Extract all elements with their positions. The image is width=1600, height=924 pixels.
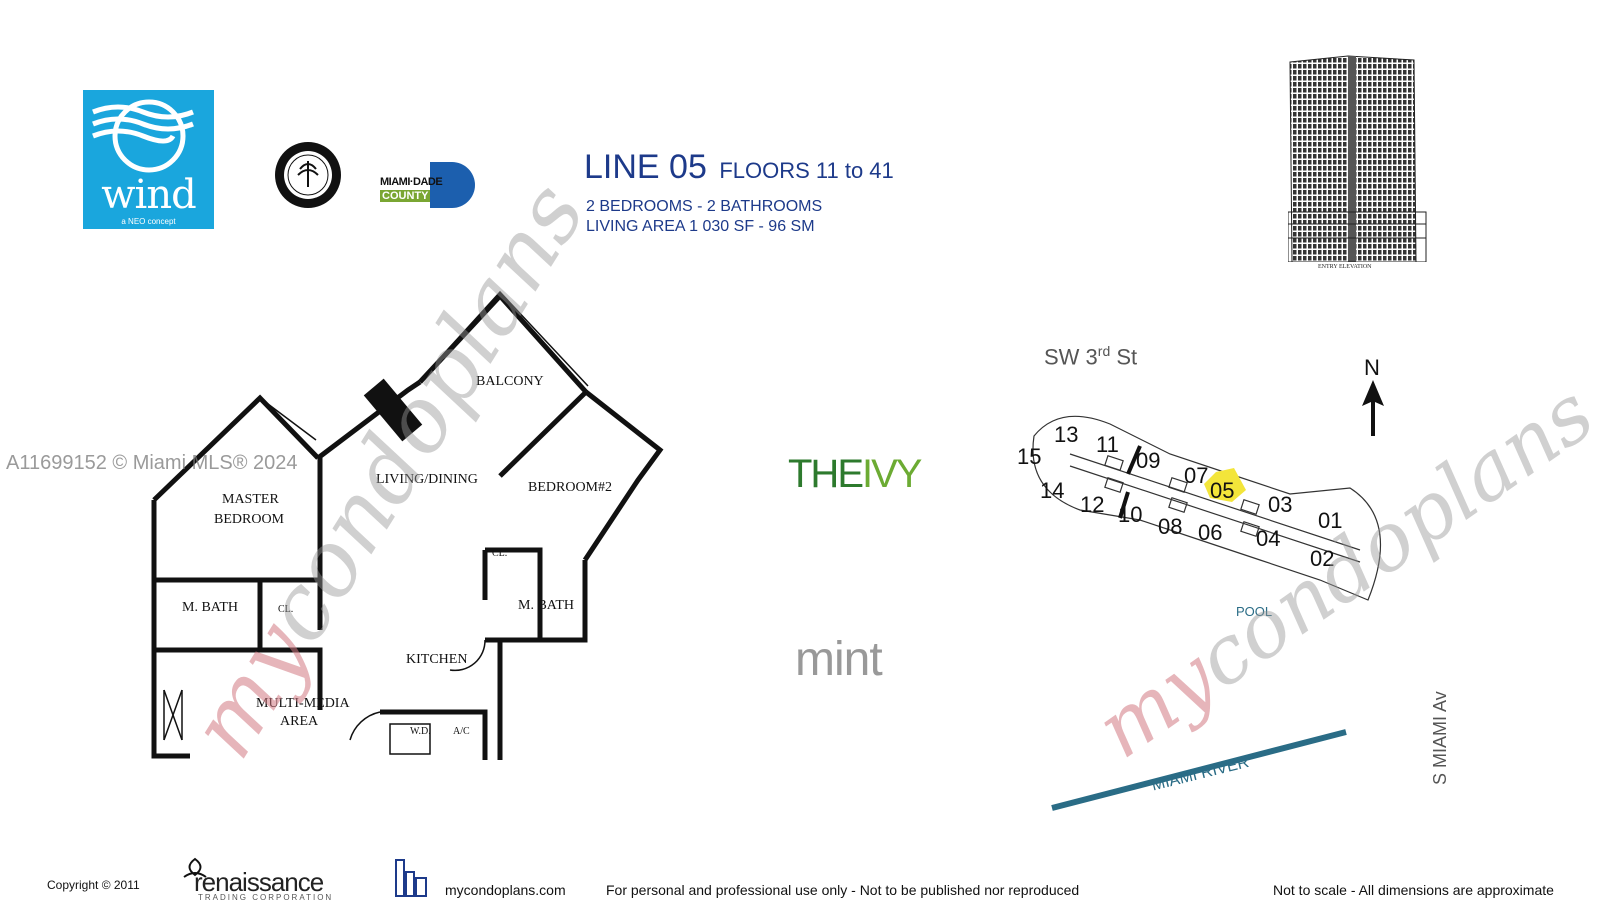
copyright-notice: Copyright © 2011: [47, 878, 140, 892]
wind-wave-icon: [92, 99, 194, 173]
renaissance-swirl-icon: [183, 857, 207, 878]
unit-11: 11: [1096, 432, 1119, 457]
unit-07: 07: [1184, 463, 1209, 488]
room-label-multimedia-2: AREA: [280, 714, 319, 729]
mls-listing-watermark: A11699152 © Miami MLS® 2024: [6, 452, 298, 474]
room-label-kitchen: KITCHEN: [406, 652, 468, 667]
street-suffix: St: [1110, 344, 1138, 370]
room-label-balcony: BALCONY: [476, 374, 544, 389]
wind-logo-tagline: a NEO concept: [121, 217, 176, 226]
elevation-caption: ENTRY ELEVATION: [1318, 264, 1372, 270]
street-superscript: rd: [1097, 343, 1111, 359]
unit-15: 15: [1017, 444, 1042, 469]
usage-notice: For personal and professional use only -…: [606, 882, 1080, 898]
miami-river-line: [1051, 729, 1347, 811]
site-plan-map: 13 11 15 09 07 05 14 12 10 08 06 03 01 0…: [1017, 410, 1400, 620]
building-elevation-image: [1287, 52, 1428, 272]
room-label-master-1: MASTER: [222, 492, 279, 507]
street-name: SW 3: [1044, 344, 1098, 370]
renaissance-logo: renaissance TRADING CORPORATION: [180, 855, 340, 905]
s-miami-avenue-label: S MIAMI Av: [1430, 691, 1450, 785]
floors-range: FLOORS 11 to 41: [719, 158, 894, 183]
unit-06: 06: [1198, 520, 1223, 545]
wind-logo: wind a NEO concept: [83, 90, 214, 229]
mycondoplans-building-icon: [395, 859, 427, 897]
unit-05: 05: [1210, 478, 1235, 503]
room-label-bedroom-2: BEDROOM#2: [528, 480, 613, 495]
miami-dade-county-logo: MIAMI·DADE COUNTY: [380, 162, 478, 208]
pool-label: POOL: [1236, 604, 1273, 619]
room-label-ac: A/C: [453, 726, 470, 737]
line-title: LINE 05 FLOORS 11 to 41: [584, 148, 894, 187]
unit-09: 09: [1136, 448, 1161, 473]
unit-02: 02: [1310, 546, 1335, 571]
miami-dade-logo-line1: MIAMI·DADE: [380, 176, 443, 188]
street-label: SW 3rd St: [1044, 343, 1137, 370]
room-label-master-bath-right: M. BATH: [518, 598, 575, 613]
mint-logo: mint: [795, 633, 883, 686]
ivy-logo-name: IVY: [862, 452, 923, 496]
line-number: LINE 05: [584, 148, 707, 186]
city-of-miami-seal-icon: [274, 141, 342, 209]
unit-03: 03: [1268, 492, 1293, 517]
ivy-logo-the: THE: [788, 452, 864, 496]
renaissance-logo-name: renaissance: [194, 867, 324, 897]
wind-logo-word: wind: [101, 172, 196, 218]
room-label-living-dining: LIVING/DINING: [376, 472, 478, 487]
unit-10: 10: [1118, 502, 1143, 527]
unit-01: 01: [1318, 508, 1343, 533]
highlighted-unit-05: [1204, 468, 1246, 502]
miami-dade-logo-line2: COUNTY: [380, 190, 431, 202]
site-plan-outline: [1032, 415, 1382, 601]
room-label-master-2: BEDROOM: [214, 512, 285, 527]
unit-floor-plan: BALCONY LIVING/DINING BEDROOM#2 MASTER B…: [140, 290, 700, 830]
room-label-closet-right: CL.: [492, 548, 508, 559]
unit-04: 04: [1256, 526, 1281, 551]
north-arrow-icon: [1362, 380, 1384, 436]
living-area-spec: LIVING AREA 1 030 SF - 96 SM: [586, 218, 815, 235]
floor-plan-walls: [151, 290, 664, 760]
website-link[interactable]: mycondoplans.com: [445, 882, 566, 898]
unit-08: 08: [1158, 514, 1183, 539]
unit-13: 13: [1054, 422, 1079, 447]
room-label-multimedia-1: MULTI-MEDIA: [256, 696, 350, 711]
unit-12: 12: [1080, 492, 1105, 517]
unit-14: 14: [1040, 478, 1065, 503]
rooms-spec: 2 BEDROOMS - 2 BATHROOMS: [586, 198, 823, 215]
room-label-washer-dryer: W.D.: [410, 726, 431, 737]
renaissance-logo-sub: TRADING CORPORATION: [198, 893, 334, 902]
room-label-master-bath-left: M. BATH: [182, 600, 239, 615]
the-ivy-logo: THEIVY: [788, 452, 923, 497]
scale-disclaimer: Not to scale - All dimensions are approx…: [1273, 882, 1554, 898]
room-label-closet-left: CL.: [278, 604, 294, 615]
north-label: N: [1364, 355, 1380, 380]
